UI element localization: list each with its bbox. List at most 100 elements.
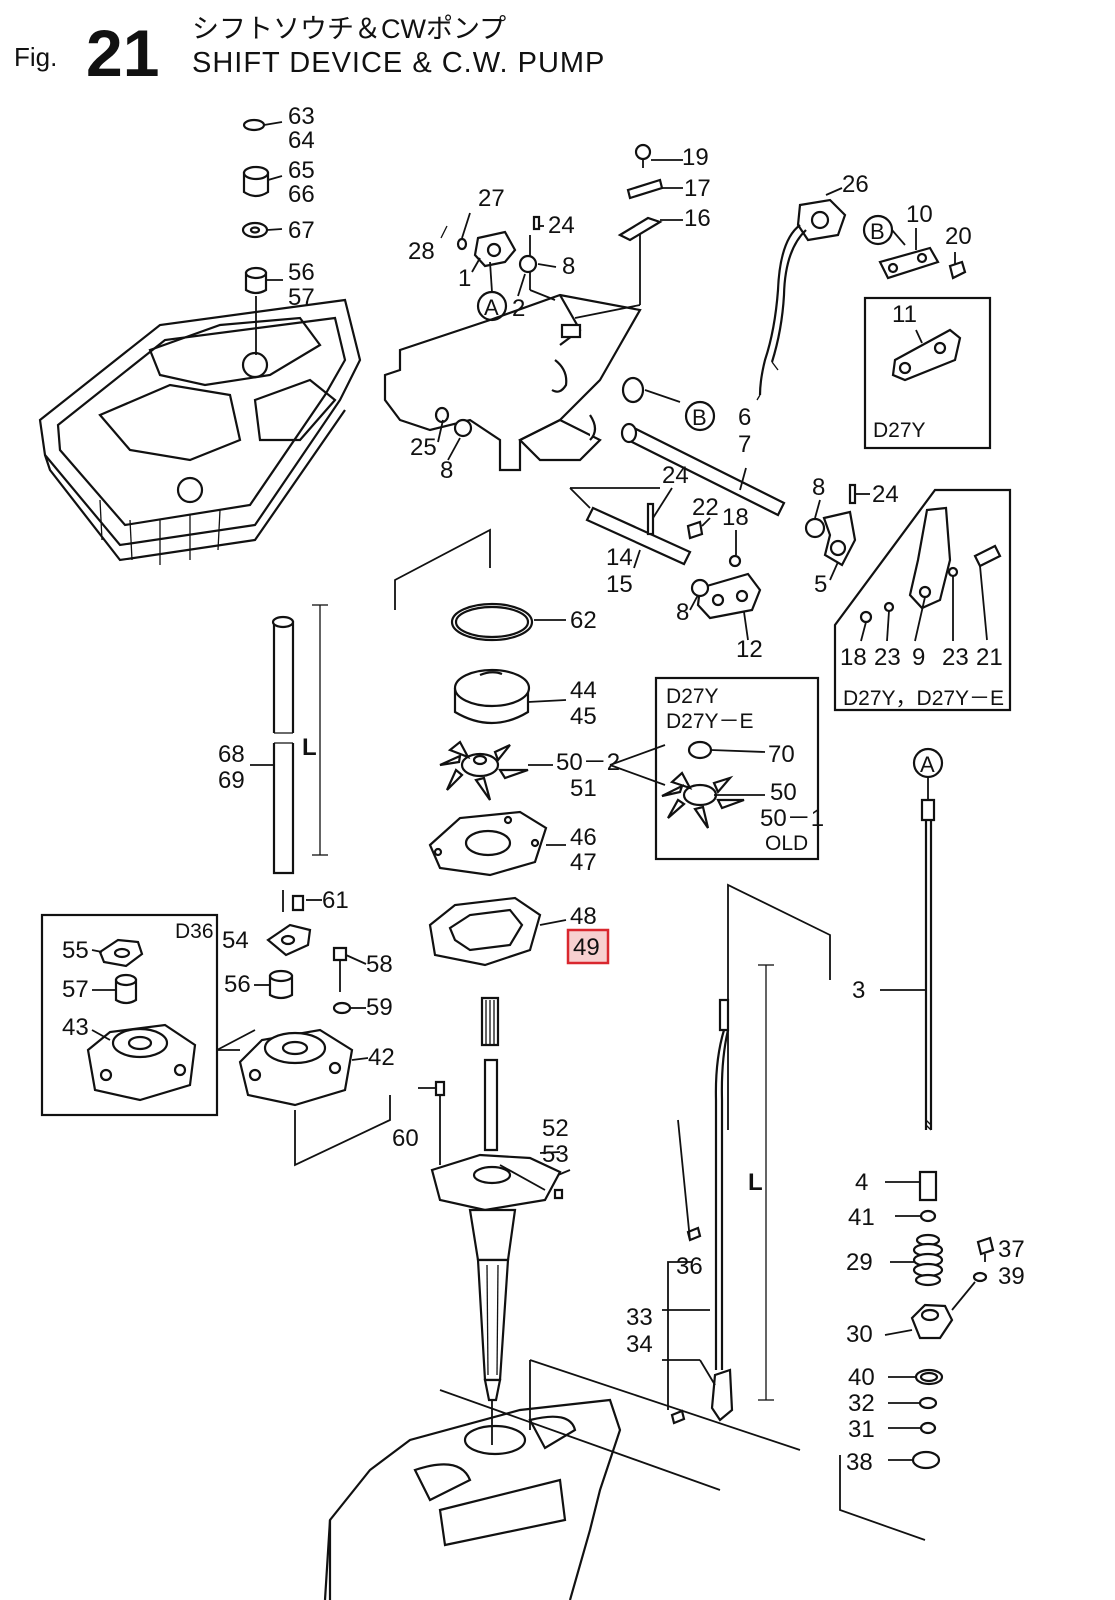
ref-b-cable: B — [870, 219, 885, 244]
callout-64: 64 — [288, 127, 315, 154]
drive-shaft — [483, 1058, 499, 1152]
callout-38: 38 — [846, 1449, 873, 1476]
callout-50-2: 50－2 — [556, 749, 620, 776]
callout-12: 12 — [736, 636, 763, 663]
impeller-50-2 — [439, 740, 529, 801]
clip-24 — [560, 323, 582, 339]
callout-39: 39 — [998, 1263, 1025, 1290]
callout-2: 2 — [512, 295, 525, 322]
plate-46 — [428, 810, 548, 877]
screw-61 — [291, 894, 305, 912]
shift-rod-joint-33 — [710, 1368, 734, 1422]
washer-39 — [972, 1271, 988, 1283]
callout-37: 37 — [998, 1236, 1025, 1263]
callout-31: 31 — [848, 1416, 875, 1443]
flange-54 — [266, 923, 312, 957]
callout-6: 6 — [738, 404, 751, 431]
callout-53: 53 — [542, 1141, 569, 1168]
fig-number: 21 — [86, 16, 159, 90]
pin-60 — [434, 1080, 446, 1097]
callout-60: 60 — [392, 1125, 419, 1152]
callout-41: 41 — [848, 1204, 875, 1231]
callout-23-b: 23 — [942, 644, 969, 671]
inset-d27y-d27ye-lever: D27Y，D27Y－E — [833, 488, 1012, 712]
callout-8-c: 8 — [676, 599, 689, 626]
callout-20: 20 — [945, 223, 972, 250]
oil-pan-drawing — [38, 298, 362, 565]
callout-15: 15 — [606, 571, 633, 598]
callout-50: 50 — [770, 779, 797, 806]
callout-10: 10 — [906, 201, 933, 228]
callout-66: 66 — [288, 181, 315, 208]
neutral-switch-drawing — [756, 198, 967, 401]
fig-prefix: Fig. — [14, 42, 57, 72]
callout-34: 34 — [626, 1331, 653, 1358]
callout-70: 70 — [768, 741, 795, 768]
callout-1: 1 — [458, 265, 471, 292]
bolt-20 — [948, 260, 967, 280]
o-ring-63 — [242, 118, 266, 132]
callout-22: 22 — [692, 494, 719, 521]
callout-19: 19 — [682, 144, 709, 171]
ref-b-bracket: B — [692, 405, 707, 430]
header: Fig. 21 シフトソウチ＆CWポンプ SHIFT DEVICE & C.W.… — [14, 14, 604, 90]
seal-38 — [911, 1450, 941, 1470]
screw-19 — [634, 143, 652, 161]
callout-57-lower: 57 — [62, 976, 89, 1003]
washer-32 — [918, 1396, 938, 1410]
callout-24-a: 24 — [548, 212, 575, 239]
water-pump-drawing — [394, 528, 567, 967]
pump-housing-drawing: D36 — [40, 894, 391, 1167]
highlight-box-49 — [566, 928, 610, 965]
washer-59 — [332, 1001, 352, 1015]
inset-d27y-bracket: D27Y — [863, 296, 992, 450]
shift-rod-right-drawing — [839, 747, 995, 1541]
reference-marks: A A B B — [476, 214, 935, 777]
callout-69: 69 — [218, 767, 245, 794]
callout-56-lower: 56 — [224, 971, 251, 998]
gasket-48 — [428, 896, 542, 967]
seal-31 — [919, 1421, 937, 1435]
callout-58: 58 — [366, 951, 393, 978]
lever-5 — [822, 510, 857, 567]
boot-29 — [912, 1233, 944, 1287]
ref-a-right: A — [920, 752, 935, 777]
screw-37 — [976, 1236, 995, 1256]
callout-24-b: 24 — [662, 462, 689, 489]
callout-8-d: 8 — [812, 474, 825, 501]
shaft-14 — [585, 506, 692, 566]
callout-18-a: 18 — [722, 504, 749, 531]
inset-impeller-model-2: D27Y－E — [666, 710, 754, 733]
grommet-56-lower — [268, 974, 294, 1000]
callout-61: 61 — [322, 887, 349, 914]
bracket-10 — [878, 246, 940, 280]
callout-3: 3 — [852, 977, 865, 1004]
callout-49: 49 — [573, 934, 600, 961]
inset-label-d27y-bracket: D27Y — [873, 419, 926, 442]
callout-8-b: 8 — [440, 457, 453, 484]
callout-68: 68 — [218, 741, 245, 768]
grommet-57 — [114, 978, 138, 1005]
callout-27: 27 — [478, 185, 505, 212]
callout-9: 9 — [912, 644, 925, 671]
callout-8-a: 8 — [562, 253, 575, 280]
callout-11: 11 — [892, 301, 917, 328]
callout-24-c: 24 — [872, 481, 899, 508]
title-japanese: シフトソウチ＆CWポンプ — [192, 14, 506, 44]
callout-28: 28 — [408, 238, 435, 265]
callout-25: 25 — [410, 434, 437, 461]
lever-12 — [696, 572, 762, 620]
inset-impeller: D27Y D27Y－E OLD — [654, 676, 820, 861]
callout-59: 59 — [366, 994, 393, 1021]
callout-44: 44 — [570, 677, 597, 704]
callout-26: 26 — [842, 171, 869, 198]
callout-48: 48 — [570, 903, 597, 930]
clip-16 — [617, 216, 663, 242]
inset-impeller-model-1: D27Y — [666, 685, 719, 708]
callout-62: 62 — [570, 607, 597, 634]
bushing-8-low — [453, 418, 473, 438]
bolt-58 — [332, 946, 348, 962]
inset-d36-label: D36 — [175, 920, 214, 943]
lever-9 — [908, 506, 952, 610]
